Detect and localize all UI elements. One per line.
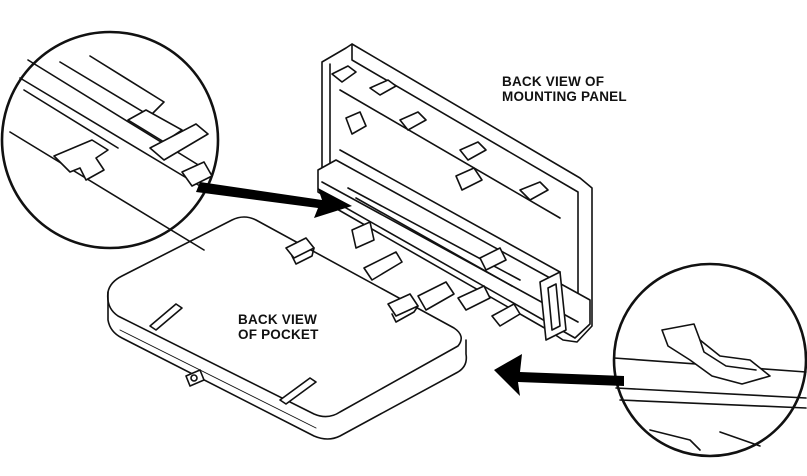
mounting-panel-label: BACK VIEW OF MOUNTING PANEL xyxy=(502,74,627,104)
mounting-panel-label-line2: MOUNTING PANEL xyxy=(502,89,627,104)
pocket-label-line1: BACK VIEW xyxy=(238,312,318,327)
pocket-label-line2: OF POCKET xyxy=(238,327,319,342)
mounting-panel xyxy=(317,43,593,343)
arrow-right-detail xyxy=(494,354,624,396)
arrow-left-detail xyxy=(196,182,352,218)
pocket xyxy=(106,216,468,440)
left-detail-circle xyxy=(0,30,220,251)
pocket-label: BACK VIEW OF POCKET xyxy=(238,312,319,342)
right-detail-circle xyxy=(612,262,807,458)
mounting-panel-label-line1: BACK VIEW OF xyxy=(502,74,605,89)
